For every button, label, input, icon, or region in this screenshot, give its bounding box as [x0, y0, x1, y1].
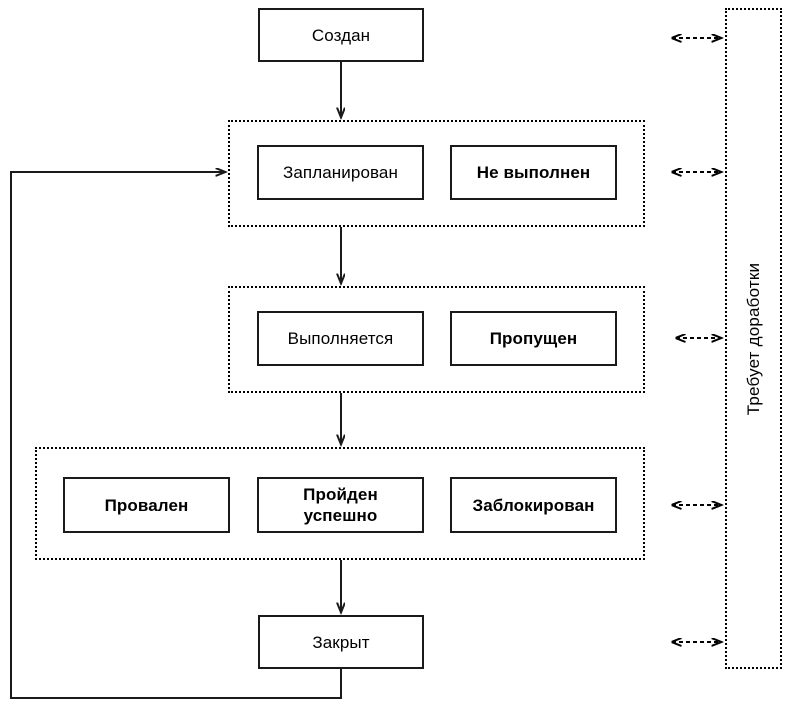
rework-panel-label: Требует доработки	[743, 262, 763, 415]
state-node-failed[interactable]: Провален	[63, 477, 230, 533]
state-node-closed[interactable]: Закрыт	[258, 615, 424, 669]
state-node-in-progress[interactable]: Выполняется	[257, 311, 424, 366]
group-finished-container	[35, 447, 645, 560]
rework-panel[interactable]: Требует доработки	[725, 8, 782, 669]
state-node-created[interactable]: Создан	[258, 8, 424, 62]
state-node-skipped[interactable]: Пропущен	[450, 311, 617, 366]
state-node-not-done[interactable]: Не выполнен	[450, 145, 617, 200]
state-node-blocked[interactable]: Заблокирован	[450, 477, 617, 533]
group-running-container	[228, 286, 645, 393]
state-node-planned[interactable]: Запланирован	[257, 145, 424, 200]
group-planned-container	[228, 120, 645, 227]
state-node-passed[interactable]: Пройден успешно	[257, 477, 424, 533]
